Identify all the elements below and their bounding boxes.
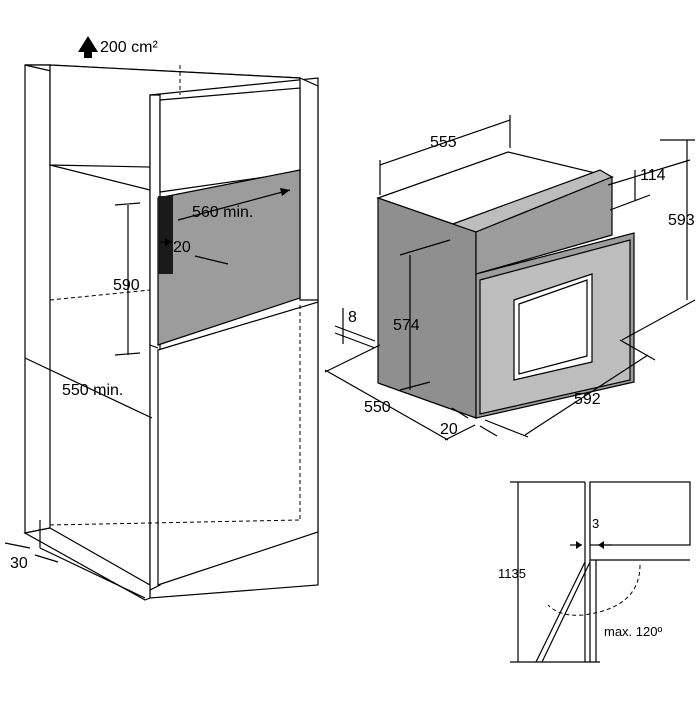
oven-side-panel	[377, 197, 477, 419]
oven-height-label: 593	[668, 212, 695, 229]
door-20-label: 20	[440, 421, 458, 438]
oven-depth-label: 550	[364, 399, 391, 416]
niche-height-label: 590	[113, 277, 140, 294]
door-angle-label: max. 120º	[604, 624, 662, 639]
cabinet-lower-door	[157, 301, 319, 586]
base-30-label: 30	[10, 555, 28, 572]
niche-width-label: 560 min.	[192, 204, 253, 221]
cabinet-drawing	[23, 64, 319, 601]
body-height-label: 574	[393, 317, 420, 334]
ventilation-indicator: 200 cm²	[78, 36, 158, 58]
niche-support-strip	[158, 196, 173, 274]
panel-114-label: 114	[640, 167, 666, 184]
oven-drawing	[376, 151, 635, 419]
front-width-label: 592	[574, 391, 601, 408]
ventilation-label: 200 cm²	[100, 39, 158, 56]
door-gap-3-label: 3	[592, 516, 599, 531]
gap-20-label: 20	[173, 239, 191, 256]
door-swing-arc	[547, 564, 641, 616]
cabinet-left-side	[24, 64, 51, 534]
oven-width-top-label: 555	[430, 134, 457, 151]
height-1135-label: 1135	[498, 566, 526, 581]
oven-control-panel	[475, 176, 613, 275]
side-view-cabinet	[589, 481, 691, 546]
side-view-drawing: 1135 3 max. 120º	[498, 481, 691, 663]
arrow-up-icon	[78, 36, 98, 58]
oven-niche	[157, 169, 301, 346]
cabinet-depth-label: 550 min.	[62, 382, 123, 399]
opened-door-line	[535, 561, 586, 663]
offset-8-label: 8	[348, 309, 357, 326]
